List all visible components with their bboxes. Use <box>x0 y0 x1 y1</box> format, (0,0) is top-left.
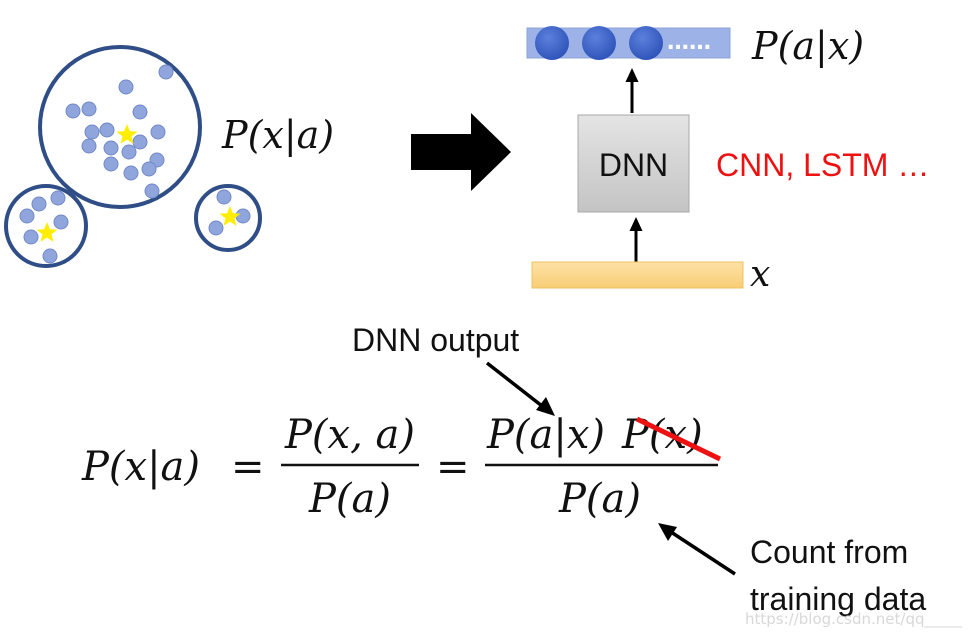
sample-dot <box>132 134 148 150</box>
strike-through-mark <box>635 416 722 462</box>
dnn-box-label: DNN <box>599 147 668 183</box>
sample-dot <box>23 229 39 245</box>
sample-dot <box>141 161 157 177</box>
cluster-ring-large <box>38 45 202 209</box>
mean-star-right <box>219 206 241 226</box>
count-annotation-line2: training data <box>750 581 926 617</box>
sample-dot <box>103 156 119 172</box>
sample-dot <box>118 79 134 95</box>
model-types-note: CNN, LSTM … <box>716 147 929 183</box>
sample-dot <box>132 104 148 120</box>
sample-dot <box>208 220 224 236</box>
arrowhead-icon <box>625 68 639 82</box>
dnn-diagram: …… P(a|x) DNN CNN, LSTM … x <box>526 24 929 295</box>
sample-dot <box>216 189 232 205</box>
sample-dot <box>50 190 66 206</box>
fraction2-numerator-prior: P(x) <box>621 412 703 458</box>
count-pointer <box>670 530 736 576</box>
arrowhead-icon <box>629 217 643 231</box>
fraction2-denominator: P(a) <box>558 476 641 522</box>
count-annotation-line1: Count from <box>750 534 908 570</box>
sample-dots <box>19 64 251 264</box>
fraction2-numerator-posterior: P(a|x) <box>486 412 605 458</box>
annotations: DNN output Count from training data <box>352 322 926 617</box>
equation-lhs: P(x|a) <box>81 444 200 490</box>
posterior-label: P(a|x) <box>751 24 864 68</box>
watermark: https://blog.csdn.net/qq_____ <box>745 610 962 628</box>
sample-dot <box>53 214 69 230</box>
cluster-illustration: P(x|a) <box>4 45 334 268</box>
fraction1-numerator: P(x, a) <box>284 412 415 458</box>
dnn-output-annotation: DNN output <box>352 322 519 358</box>
sample-dot <box>235 208 251 224</box>
output-node-icon <box>629 26 663 60</box>
equals-sign: = <box>436 444 470 490</box>
sample-dot <box>84 124 100 140</box>
sample-dot <box>19 208 35 224</box>
sample-dot <box>81 138 97 154</box>
bayes-equation: P(x|a) = P(x, a) P(a) = P(a|x) P(x) P(a) <box>81 412 722 522</box>
output-ellipsis: …… <box>667 30 711 55</box>
arrowhead-icon <box>536 397 555 416</box>
sample-dot <box>150 124 166 140</box>
sample-dot <box>158 64 174 80</box>
dnn-output-pointer <box>485 361 544 408</box>
output-node-icon <box>582 26 616 60</box>
output-node-icon <box>535 26 569 60</box>
sample-dot <box>99 122 115 138</box>
sample-dot <box>65 103 81 119</box>
input-label: x <box>750 254 770 295</box>
arrowhead-icon <box>658 523 677 541</box>
sample-dot <box>144 183 160 199</box>
cluster-ring-left <box>4 184 88 268</box>
sample-dot <box>31 196 47 212</box>
mean-star-large <box>116 124 138 144</box>
cluster-ring-right <box>194 184 262 252</box>
sample-dot <box>121 144 137 160</box>
mean-star-left <box>36 222 58 242</box>
sample-dot <box>42 248 58 264</box>
fraction1-denominator: P(a) <box>308 476 391 522</box>
equals-sign: = <box>231 444 265 490</box>
cluster-likelihood-label: P(x|a) <box>221 113 334 157</box>
sample-dot <box>81 101 97 117</box>
transform-arrow-icon <box>411 113 511 191</box>
sample-dot <box>103 140 119 156</box>
input-bar <box>531 261 744 289</box>
sample-dot <box>123 165 139 181</box>
dnn-box <box>577 114 690 213</box>
